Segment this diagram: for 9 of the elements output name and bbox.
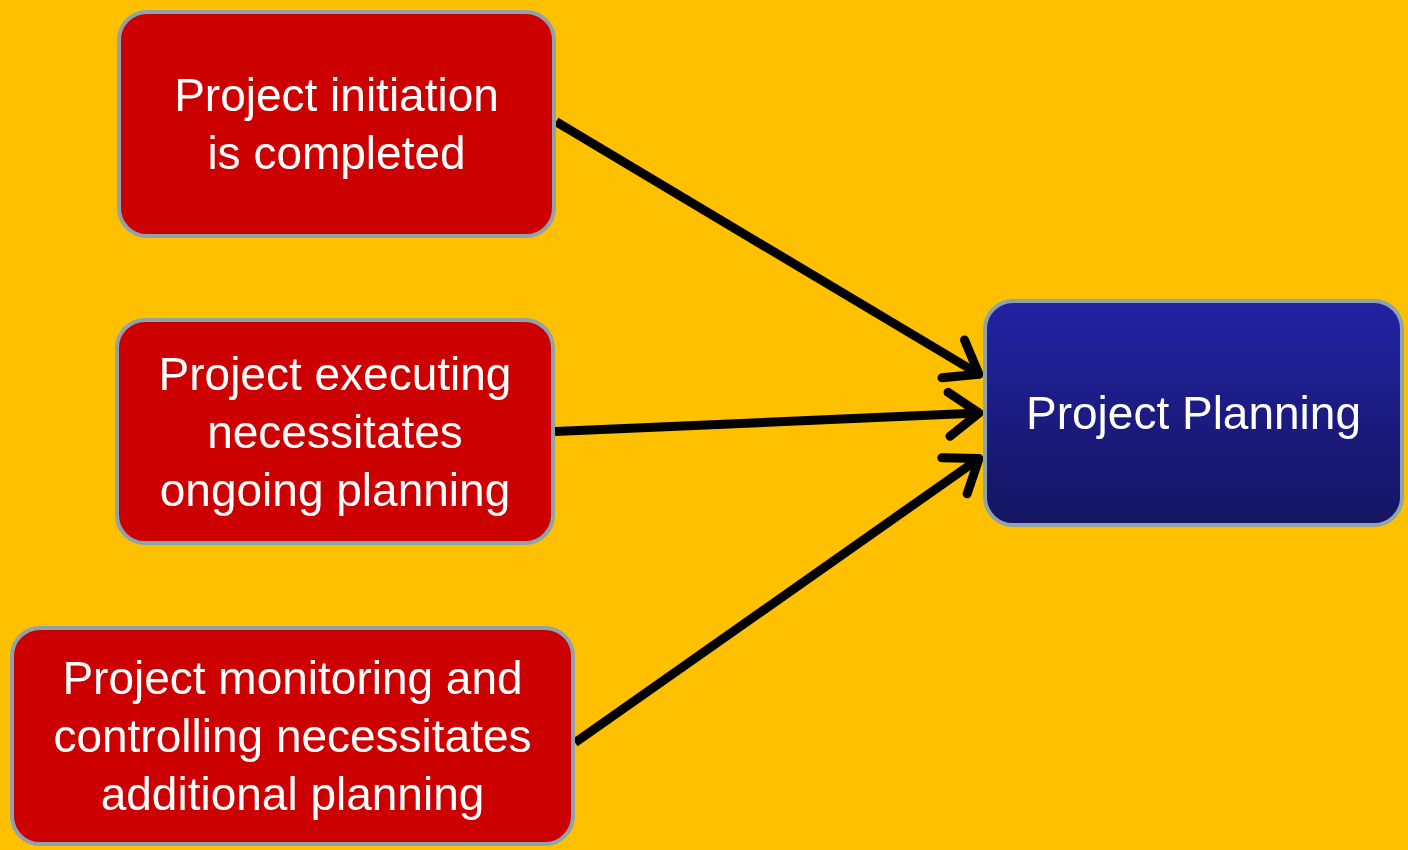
arrow xyxy=(554,387,984,441)
box-label: Project Planning xyxy=(1025,386,1362,441)
box-label: Project monitoring and controlling necessitates additional planning xyxy=(52,651,533,822)
box-label: Project initiation is completed xyxy=(173,68,500,181)
box-label: Project executing necessitates ongoing planning xyxy=(157,346,513,518)
process-box xyxy=(10,626,575,846)
process-box xyxy=(117,10,556,238)
process-box xyxy=(983,299,1404,527)
process-box xyxy=(115,318,555,545)
